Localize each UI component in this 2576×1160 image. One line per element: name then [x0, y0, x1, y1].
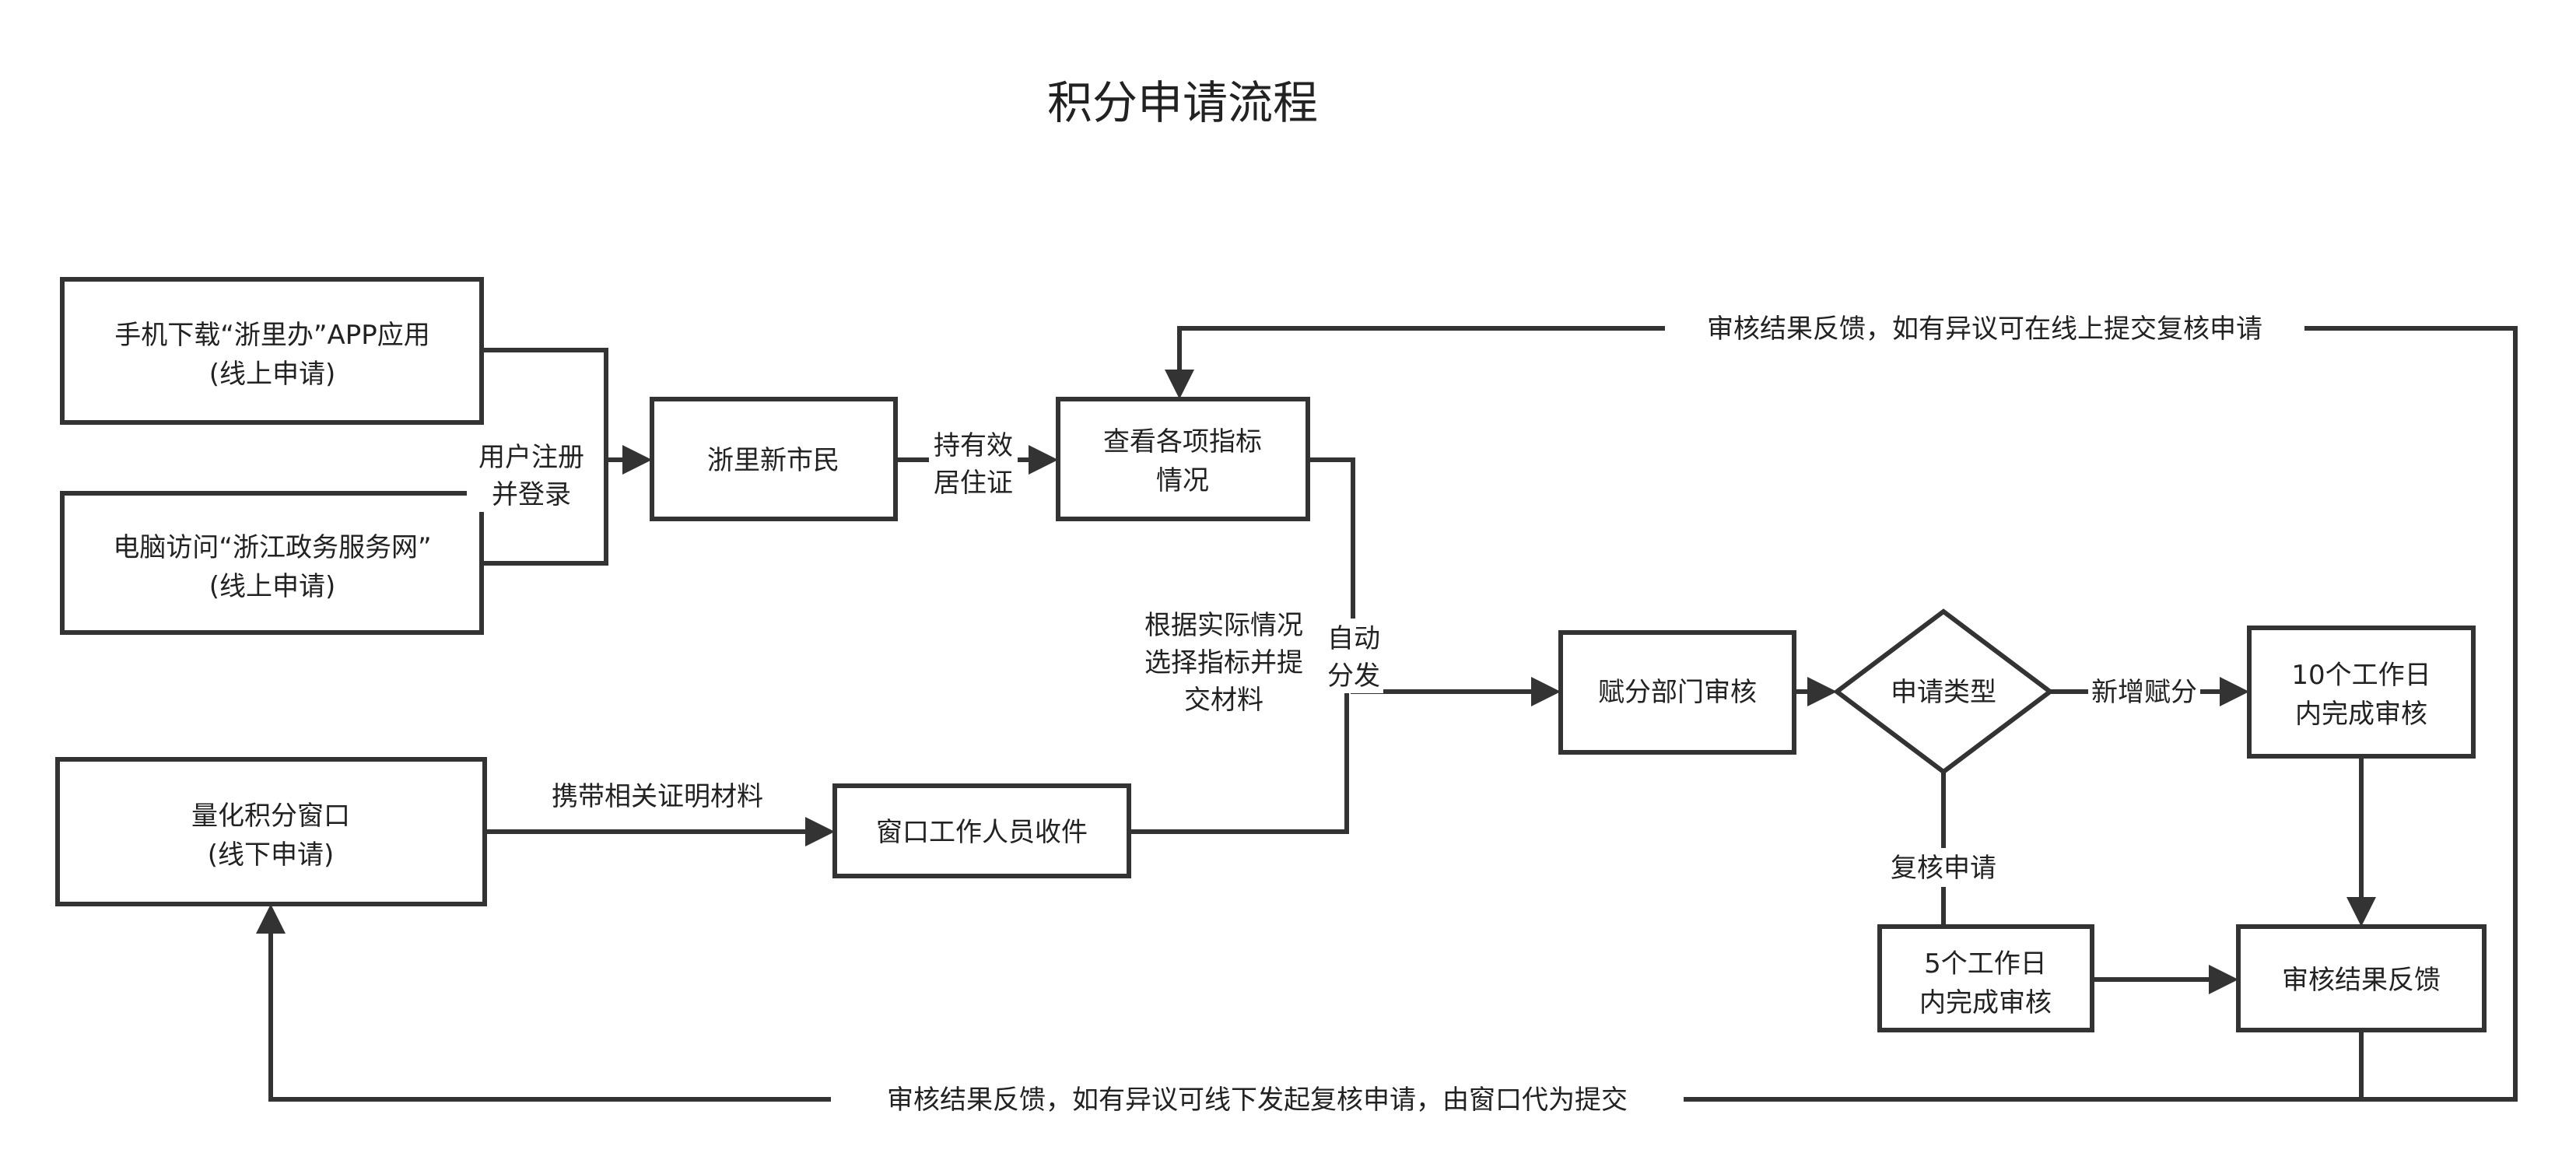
svg-text:分发: 分发 [1327, 661, 1380, 692]
svg-text:情况: 情况 [1156, 465, 1209, 496]
node-staff-receive: 窗口工作人员收件 [832, 783, 1131, 878]
svg-text:审核结果反馈，如有异议可线下发起复核申请，由窗口代为提交: 审核结果反馈，如有异议可线下发起复核申请，由窗口代为提交 [887, 1085, 1628, 1116]
arrowhead [1807, 677, 1837, 706]
arrowhead [622, 445, 652, 475]
svg-text:审核结果反馈，如有异议可在线上提交复核申请: 审核结果反馈，如有异议可在线上提交复核申请 [1707, 314, 2262, 345]
svg-text:用户注册: 用户注册 [478, 442, 584, 473]
edge-staff-to-dept [1129, 692, 1349, 834]
svg-text:选择指标并提: 选择指标并提 [1144, 647, 1303, 678]
arrowhead [2209, 965, 2238, 994]
svg-text:根据实际情况: 根据实际情况 [1144, 610, 1303, 641]
label-permit: 持有效 居住证 [929, 426, 1018, 501]
svg-text:新增赋分: 新增赋分 [2091, 677, 2197, 708]
svg-text:自动: 自动 [1327, 623, 1380, 654]
svg-text:交材料: 交材料 [1184, 685, 1263, 716]
node-result-feedback: 审核结果反馈 [2236, 924, 2487, 1032]
diagram-title: 积分申请流程 [1047, 76, 1318, 129]
arrowhead [805, 817, 835, 846]
svg-text:申请类型: 申请类型 [1891, 677, 1996, 708]
svg-text:持有效: 持有效 [934, 430, 1013, 461]
svg-text:电脑访问“浙江政务服务网”: 电脑访问“浙江政务服务网” [113, 532, 431, 563]
arrowhead [2346, 897, 2376, 927]
edge-phone-to-merge [482, 348, 608, 566]
svg-text:手机下载“浙里办”APP应用: 手机下载“浙里办”APP应用 [114, 320, 430, 351]
svg-text:内完成审核: 内完成审核 [1919, 987, 2052, 1018]
svg-text:居住证: 居住证 [934, 468, 1013, 499]
arrowhead [1029, 445, 1058, 475]
arrowhead [1531, 677, 1561, 706]
node-resident: 浙里新市民 [650, 397, 898, 521]
node-five-days: 5个工作日 内完成审核 [1877, 924, 2094, 1032]
label-online-feedback: 审核结果反馈，如有异议可在线上提交复核申请 [1665, 311, 2304, 345]
svg-text:内完成审核: 内完成审核 [2295, 699, 2427, 730]
svg-text:审核结果反馈: 审核结果反馈 [2282, 965, 2441, 996]
edge-online-feedback [1177, 326, 2518, 1102]
svg-text:(线上申请): (线上申请) [209, 359, 336, 390]
node-view-indicators: 查看各项指标 情况 [1056, 397, 1310, 521]
node-dept-review: 赋分部门审核 [1558, 630, 1796, 755]
connectors [256, 326, 2518, 1102]
label-offline-feedback: 审核结果反馈，如有异议可线下发起复核申请，由窗口代为提交 [831, 1082, 1684, 1116]
svg-text:(线下申请): (线下申请) [208, 839, 335, 871]
node-application-type: 申请类型 [1833, 608, 2054, 775]
label-auto-dispatch: 自动 分发 [1324, 619, 1383, 693]
svg-text:复核申请: 复核申请 [1891, 853, 1996, 884]
edge-view-to-dept [1308, 457, 1537, 694]
arrowhead [1165, 370, 1194, 399]
svg-text:量化积分窗口: 量化积分窗口 [191, 801, 350, 832]
label-review-application: 复核申请 [1883, 848, 2004, 887]
node-offline-window: 量化积分窗口 (线下申请) [55, 757, 487, 906]
svg-text:浙里新市民: 浙里新市民 [707, 445, 839, 476]
svg-text:查看各项指标: 查看各项指标 [1103, 426, 1262, 457]
node-phone-app: 手机下载“浙里办”APP应用 (线上申请) [60, 277, 484, 425]
svg-text:窗口工作人员收件: 窗口工作人员收件 [876, 817, 1088, 848]
svg-text:10个工作日: 10个工作日 [2291, 660, 2431, 691]
svg-text:5个工作日: 5个工作日 [1924, 948, 2047, 980]
svg-text:赋分部门审核: 赋分部门审核 [1598, 677, 1757, 708]
node-pc-web: 电脑访问“浙江政务服务网” (线上申请) [60, 491, 484, 635]
label-new-score: 新增赋分 [2088, 675, 2200, 710]
svg-text:(线上申请): (线上申请) [209, 571, 336, 602]
arrowhead [256, 904, 286, 934]
arrowhead [2220, 677, 2249, 706]
node-ten-days: 10个工作日 内完成审核 [2247, 626, 2476, 759]
label-carry-materials: 携带相关证明材料 [552, 781, 763, 812]
label-register: 用户注册 并登录 [467, 437, 584, 512]
label-select-indicators: 根据实际情况 选择指标并提 交材料 [1144, 610, 1303, 716]
svg-text:并登录: 并登录 [492, 479, 571, 510]
